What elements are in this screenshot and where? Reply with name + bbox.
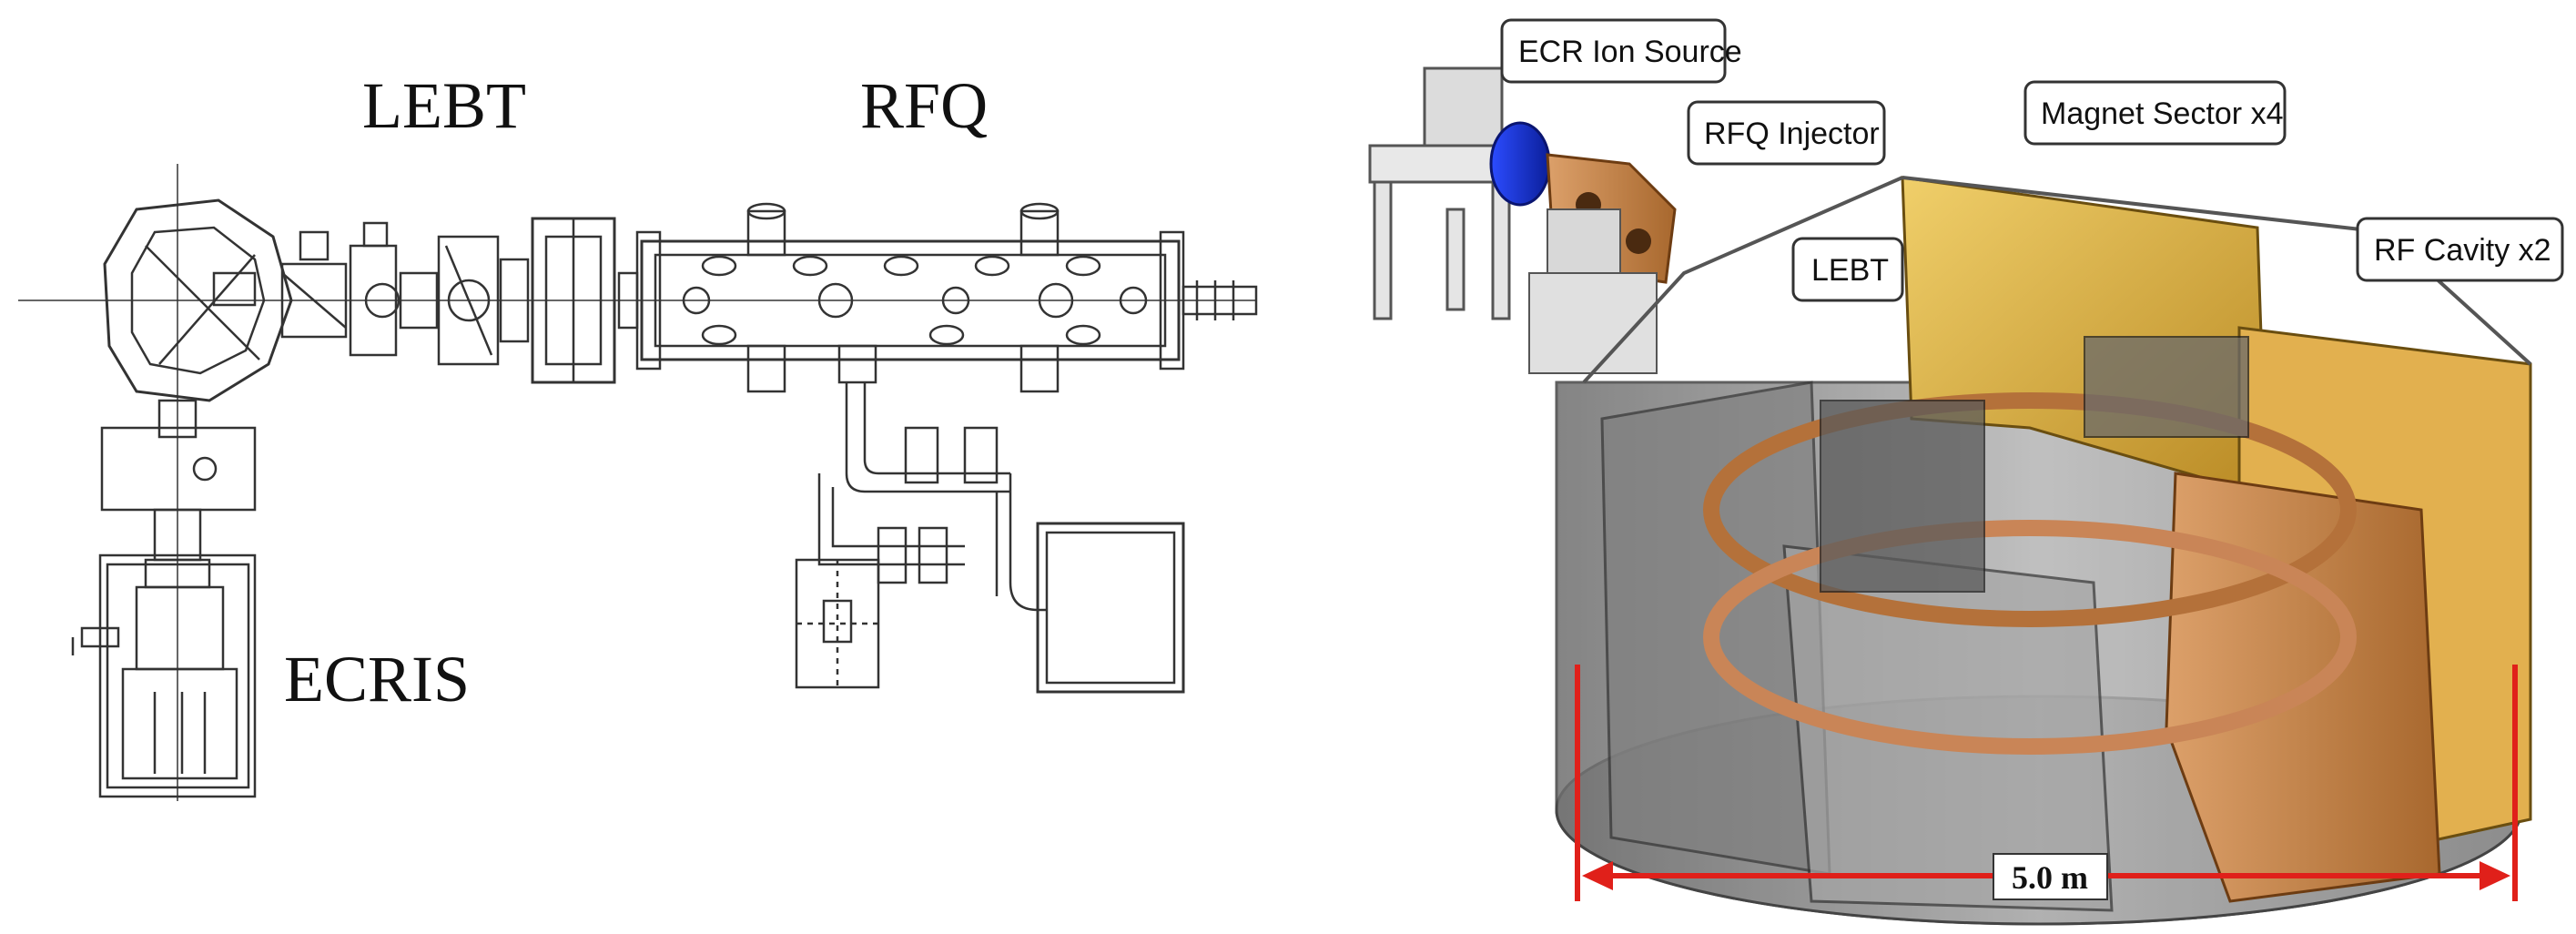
dimension-arrowhead-right xyxy=(2480,861,2510,890)
lebt-section xyxy=(280,217,639,384)
injection-line-schematic xyxy=(18,164,1258,801)
callout-rf-cavity: RF Cavity x2 xyxy=(2356,217,2564,282)
callout-lebt: LEBT xyxy=(1791,237,1904,302)
ecr-ion-source xyxy=(1368,66,1551,320)
dimension-label-box xyxy=(1993,853,2108,900)
callout-rf-cavity-text: RF Cavity x2 xyxy=(2374,233,2551,268)
ion-source-solenoid xyxy=(1489,121,1551,207)
callout-magnet-sector: Magnet Sector x4 xyxy=(2023,80,2287,146)
callout-magnet-sector-text: Magnet Sector x4 xyxy=(2041,96,2283,131)
bending-magnet xyxy=(103,198,293,402)
callout-rfq-injector: RFQ Injector xyxy=(1687,100,1886,166)
callout-ecr-ion-source: ECR Ion Source xyxy=(1500,18,1742,84)
magnet-sector-front xyxy=(1782,544,2114,912)
label-lebt: LEBT xyxy=(362,69,526,142)
callout-lebt-text: LEBT xyxy=(1811,253,1889,288)
coil-ring-upper xyxy=(1703,392,2357,627)
cyclotron-render xyxy=(1368,66,2532,926)
coil-ring-lower xyxy=(1703,520,2357,755)
callout-ecr-ion-source-text: ECR Ion Source xyxy=(1518,35,1742,69)
ecris-assembly xyxy=(71,399,257,798)
label-rfq: RFQ xyxy=(860,69,988,142)
label-ecris: ECRIS xyxy=(284,643,470,716)
dimension-arrowhead-left xyxy=(1582,861,1613,890)
rfq-injector xyxy=(1528,153,1677,374)
callout-rfq-injector-text: RFQ Injector xyxy=(1704,117,1880,151)
dimension-label: 5.0 m xyxy=(2012,859,2088,896)
rfq-tank xyxy=(635,202,1258,393)
rf-feed-line xyxy=(795,382,1185,694)
